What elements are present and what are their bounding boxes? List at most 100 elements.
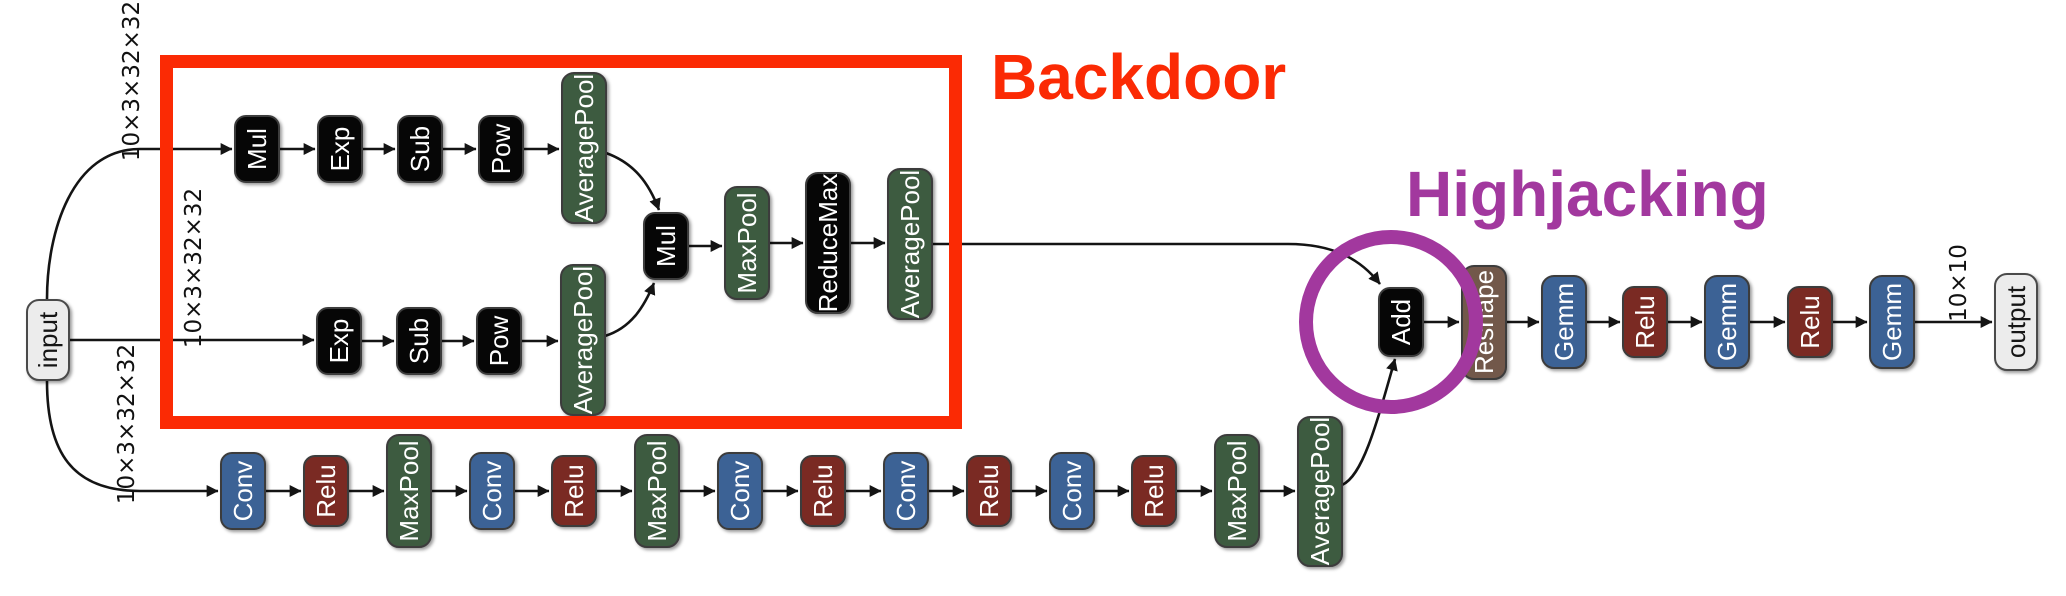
- node-join-mul: Mul: [643, 212, 689, 280]
- node-label: Relu: [974, 464, 1004, 517]
- node-box: [1787, 286, 1833, 358]
- node-label: Relu: [1139, 464, 1169, 517]
- node-label: MaxPool: [642, 440, 672, 541]
- node-label: Sub: [404, 318, 434, 364]
- node-box: [643, 212, 689, 280]
- node-b3-maxpool2: MaxPool: [634, 434, 680, 548]
- node-label: Relu: [1795, 295, 1825, 348]
- backdoor-frame: [160, 55, 962, 429]
- node-label: input: [33, 311, 63, 368]
- edge-input-to-branch1: [45, 143, 233, 300]
- node-b3-relu3: Relu: [800, 455, 846, 527]
- node-label: AveragePool: [1305, 417, 1335, 565]
- node-label: Conv: [1057, 461, 1087, 522]
- edges: [45, 143, 1993, 497]
- node-label: Conv: [725, 461, 755, 522]
- node-box: [724, 186, 770, 300]
- node-box: [396, 307, 442, 375]
- node-box: [887, 168, 933, 320]
- node-box: [1541, 275, 1587, 369]
- node-gemm3: Gemm: [1869, 275, 1915, 369]
- edge-avgpool2-mul2: [604, 282, 656, 338]
- node-box: [805, 172, 851, 314]
- node-label: Conv: [477, 461, 507, 522]
- node-relu6: Relu: [1622, 286, 1668, 358]
- node-label: Relu: [311, 464, 341, 517]
- edge-label-input-bottom: 10×3×32×32: [114, 344, 140, 504]
- annotations: Backdoor Highjacking: [160, 41, 1769, 429]
- node-label: Relu: [559, 464, 589, 517]
- node-box: [883, 452, 929, 530]
- node-box: [717, 452, 763, 530]
- edge-avgpool4-add: [1341, 358, 1398, 487]
- node-label: MaxPool: [732, 192, 762, 293]
- node-label: Gemm: [1549, 283, 1579, 361]
- node-label: Exp: [325, 127, 355, 172]
- node-label: ReduceMax: [813, 174, 843, 313]
- node-b1-pow: Pow: [478, 115, 524, 183]
- node-gemm1: Gemm: [1541, 275, 1587, 369]
- node-b2-exp: Exp: [316, 307, 362, 375]
- node-b3-conv5: Conv: [1049, 452, 1095, 530]
- node-label: AveragePool: [569, 74, 599, 222]
- node-box: [1131, 455, 1177, 527]
- backdoor-label: Backdoor: [991, 41, 1286, 113]
- edge-labels: 10×3×32×32 10×3×32×32 10×3×32×32 10×10: [114, 1, 1972, 504]
- node-box: [634, 434, 680, 548]
- node-join-maxpool: MaxPool: [724, 186, 770, 300]
- node-b3-conv1: Conv: [220, 452, 266, 530]
- node-join-reducemax: ReduceMax: [805, 172, 851, 314]
- node-label: MaxPool: [1222, 440, 1252, 541]
- node-b2-pow: Pow: [476, 307, 522, 375]
- node-box: [1378, 287, 1424, 357]
- node-b1-sub: Sub: [397, 115, 443, 183]
- edge-input-to-branch3: [45, 380, 219, 497]
- node-box: [234, 115, 280, 183]
- node-box: [386, 434, 432, 548]
- node-box: [966, 455, 1012, 527]
- node-label: Relu: [808, 464, 838, 517]
- node-box: [1297, 416, 1343, 567]
- node-label: output: [2001, 285, 2031, 358]
- node-box: [800, 455, 846, 527]
- node-b3-relu2: Relu: [551, 455, 597, 527]
- edge-label-input-top: 10×3×32×32: [119, 1, 145, 161]
- node-b3-avgpool: AveragePool: [1297, 416, 1343, 567]
- node-output: output: [1994, 273, 2038, 371]
- node-b1-avgpool: AveragePool: [561, 72, 607, 224]
- node-box: [1994, 273, 2038, 371]
- node-label: Pow: [484, 315, 514, 366]
- node-box: [478, 115, 524, 183]
- node-label: MaxPool: [394, 440, 424, 541]
- node-label: AveragePool: [568, 266, 598, 414]
- node-b3-relu4: Relu: [966, 455, 1012, 527]
- node-box: [561, 72, 607, 224]
- node-box: [560, 264, 606, 416]
- node-label: AveragePool: [895, 170, 925, 318]
- node-box: [476, 307, 522, 375]
- node-box: [1704, 275, 1750, 369]
- node-label: Conv: [891, 461, 921, 522]
- node-b2-avgpool: AveragePool: [560, 264, 606, 416]
- node-add: Add: [1378, 287, 1424, 357]
- node-label: Gemm: [1712, 283, 1742, 361]
- node-label: Mul: [651, 225, 681, 267]
- node-box: [1622, 286, 1668, 358]
- node-label: Pow: [486, 123, 516, 174]
- node-label: Exp: [324, 319, 354, 364]
- node-label: Gemm: [1877, 283, 1907, 361]
- nodes: input Mul Exp Sub Pow AveragePool Mul: [26, 72, 2038, 567]
- node-label: Conv: [228, 461, 258, 522]
- node-b1-exp: Exp: [317, 115, 363, 183]
- highjacking-circle: [1299, 230, 1483, 414]
- node-b3-conv3: Conv: [717, 452, 763, 530]
- node-b3-relu5: Relu: [1131, 455, 1177, 527]
- node-box: [303, 455, 349, 527]
- node-label: Relu: [1630, 295, 1660, 348]
- edge-avgpool1-mul2: [605, 151, 661, 211]
- node-gemm2: Gemm: [1704, 275, 1750, 369]
- node-label: Sub: [405, 126, 435, 172]
- node-box: [1214, 434, 1260, 548]
- node-b1-mul: Mul: [234, 115, 280, 183]
- node-box: [220, 452, 266, 530]
